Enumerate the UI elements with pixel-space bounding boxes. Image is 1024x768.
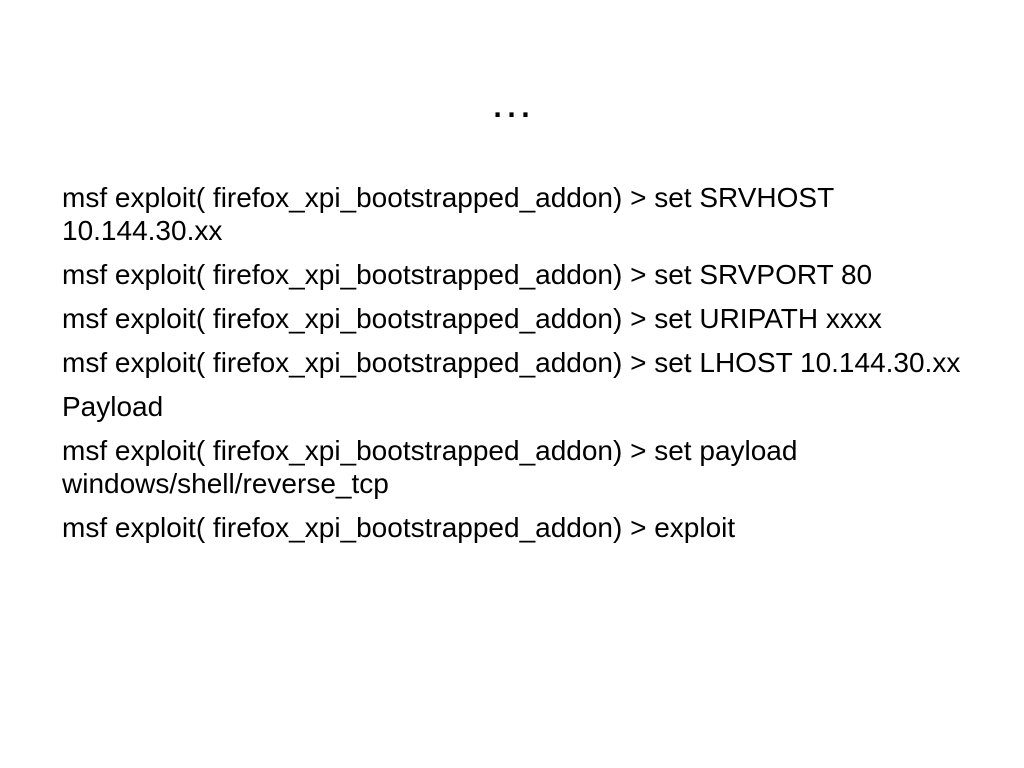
section-label: Payload bbox=[62, 391, 164, 422]
command-line: msf exploit( firefox_xpi_bootstrapped_ad… bbox=[62, 347, 961, 378]
command-line: msf exploit( firefox_xpi_bootstrapped_ad… bbox=[62, 512, 736, 543]
command-line: msf exploit( firefox_xpi_bootstrapped_ad… bbox=[62, 303, 882, 334]
slide-title: … bbox=[489, 78, 535, 127]
slide-body: msf exploit( firefox_xpi_bootstrapped_ad… bbox=[62, 181, 962, 555]
command-line: msf exploit( firefox_xpi_bootstrapped_ad… bbox=[62, 435, 798, 499]
command-line: msf exploit( firefox_xpi_bootstrapped_ad… bbox=[62, 182, 834, 246]
command-line: msf exploit( firefox_xpi_bootstrapped_ad… bbox=[62, 259, 873, 290]
